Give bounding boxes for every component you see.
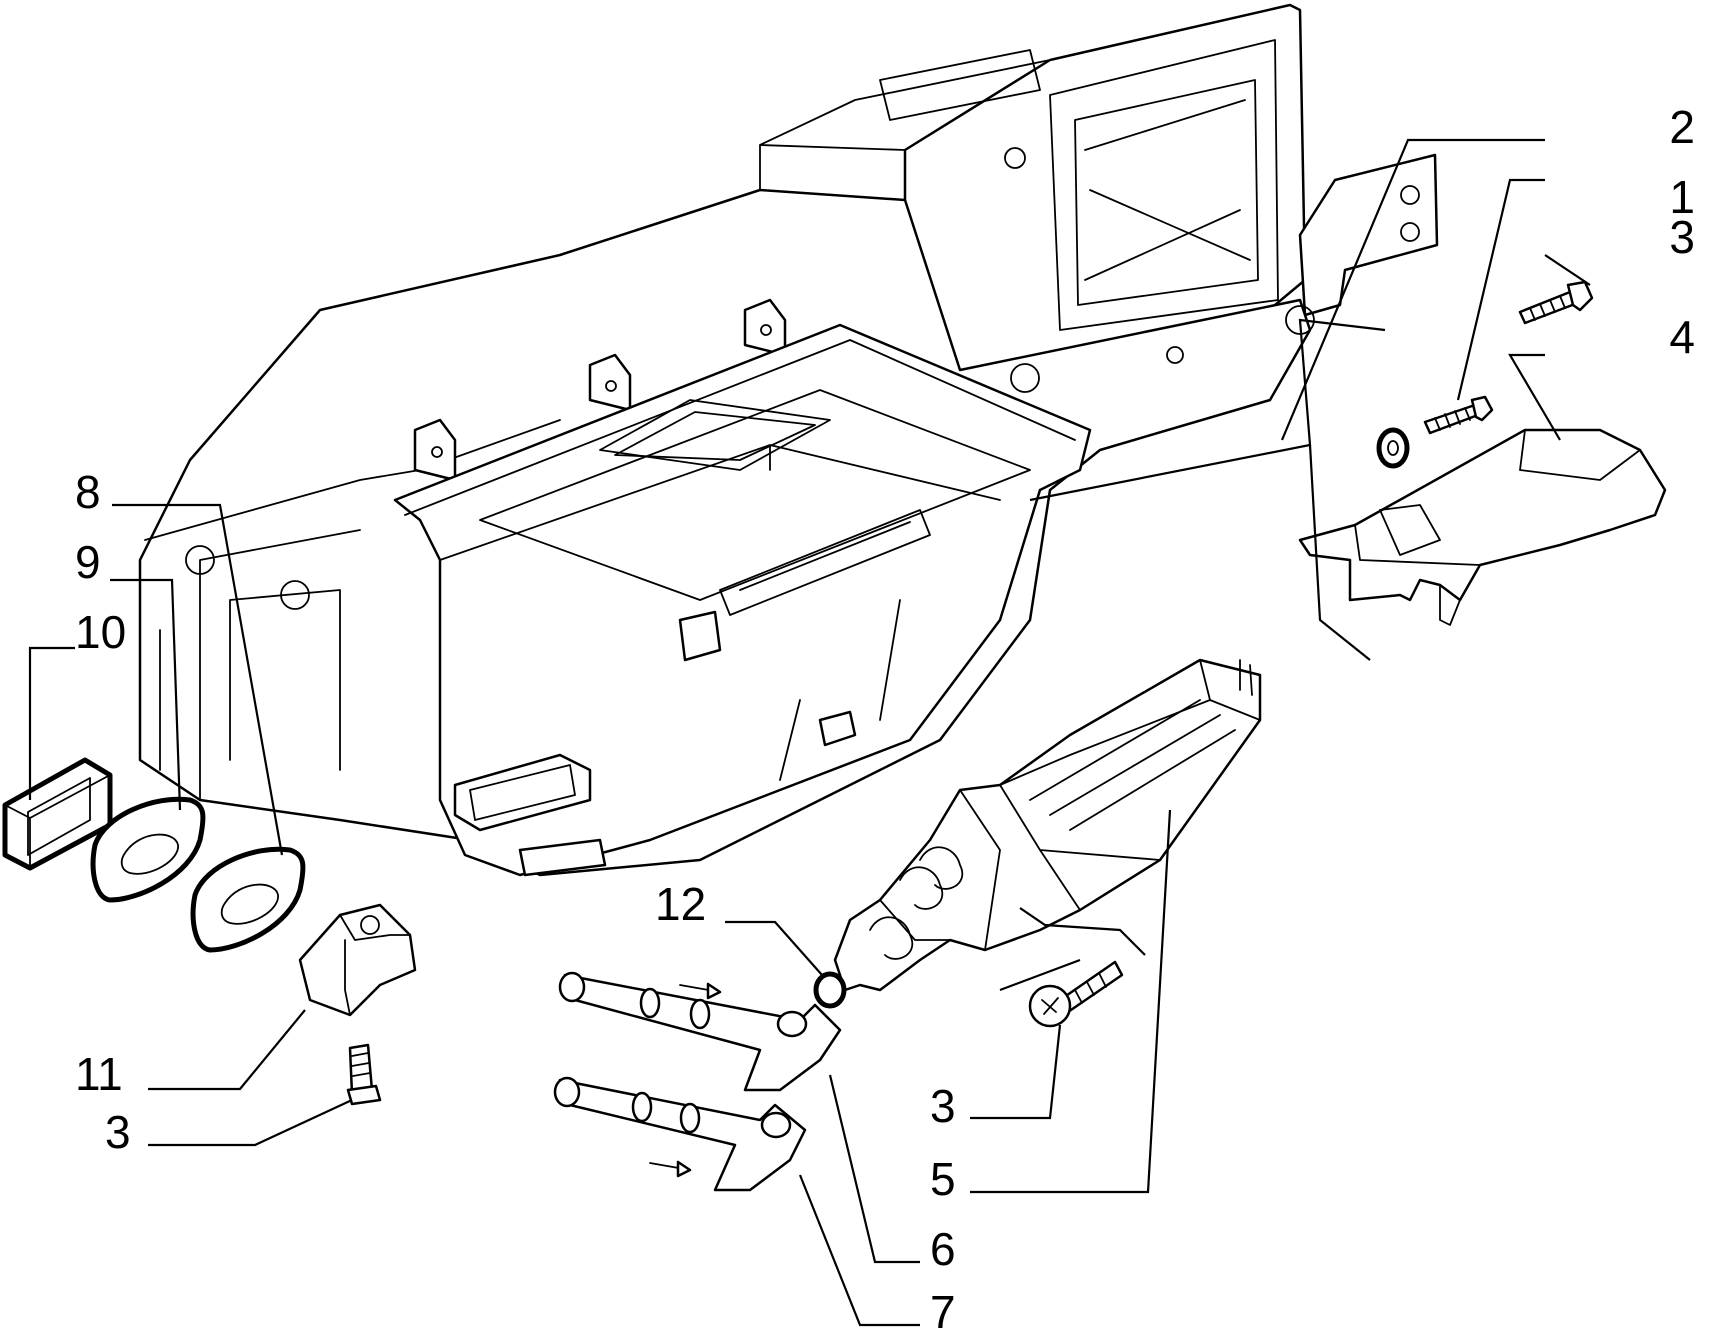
screw-part-1 [1423, 395, 1494, 435]
screw-part-3-lower [346, 1043, 382, 1106]
callout-11: 11 [75, 1048, 123, 1100]
heater-housing [138, 3, 1439, 877]
grommet-part-9 [90, 796, 206, 903]
heater-core-part-5 [833, 658, 1262, 992]
screw-part-3-upper [1518, 280, 1594, 325]
grommet-part-8 [190, 846, 306, 953]
leader-lines [28, 138, 1591, 1327]
callout-6: 6 [930, 1223, 956, 1275]
o-ring-part-12 [813, 971, 847, 1009]
pipe-part-7 [553, 1076, 807, 1192]
pipe-part-6 [558, 971, 842, 1092]
callout-8: 8 [75, 466, 101, 518]
callout-2: 2 [1669, 101, 1695, 153]
callout-9: 9 [75, 536, 101, 588]
duct-bracket-part-4 [1298, 428, 1667, 626]
filter-part-10 [2, 757, 113, 871]
flow-arrows [649, 982, 722, 1178]
callout-3-upper: 3 [1669, 211, 1695, 263]
callout-1: 1 [1669, 171, 1695, 223]
actuator-part-11 [298, 903, 417, 1017]
callout-12: 12 [655, 878, 706, 930]
callout-3-lower: 3 [105, 1106, 131, 1158]
callout-10: 10 [75, 606, 126, 658]
callout-7: 7 [930, 1286, 956, 1336]
callout-3-middle: 3 [930, 1080, 956, 1132]
callout-4: 4 [1669, 311, 1695, 363]
callout-labels: 2 1 3 4 8 9 10 11 3 12 3 5 6 7 [75, 101, 1695, 1336]
callout-5: 5 [930, 1153, 956, 1205]
screw-part-3-middle [1028, 960, 1124, 1028]
washer-part-2 [1376, 427, 1410, 469]
